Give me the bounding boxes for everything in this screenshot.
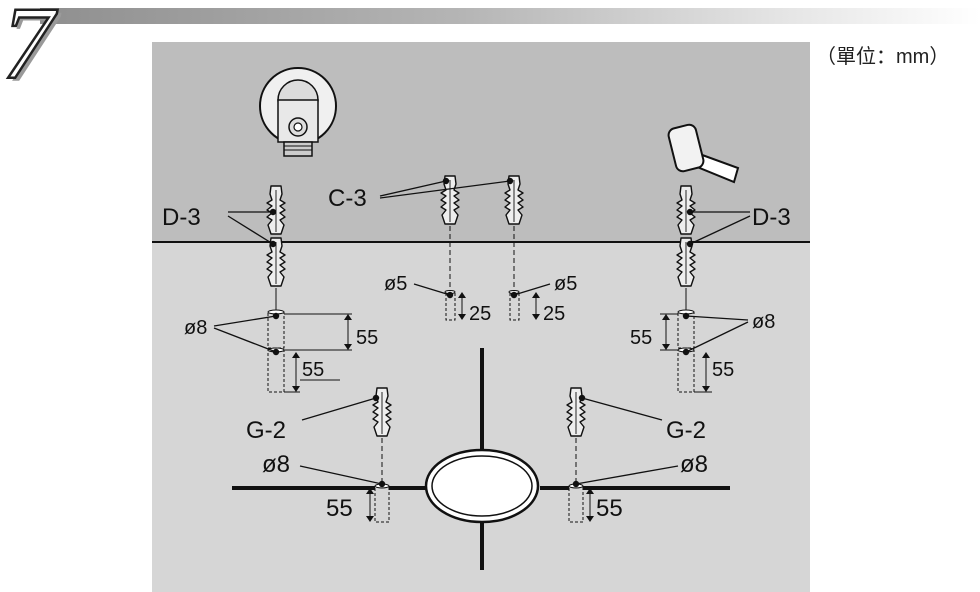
label-dia8-left: ø8 xyxy=(184,317,207,339)
wall-upper xyxy=(152,42,810,242)
g2-right-group xyxy=(566,387,679,523)
drain-outlet xyxy=(232,348,730,570)
label-dia8-right: ø8 xyxy=(752,311,775,333)
dim-g2-left-depth: 55 xyxy=(326,495,353,522)
dim-d3-right-depth: 55 xyxy=(712,359,734,381)
dim-d3-left-spacing: 55 xyxy=(356,327,378,349)
dim-d3-left-depth: 55 xyxy=(302,359,324,381)
hammer-icon xyxy=(667,123,740,184)
label-d3-left: D-3 xyxy=(162,204,201,231)
label-d3-right: D-3 xyxy=(752,204,791,231)
label-dia5-right: ø5 xyxy=(554,273,577,295)
label-dia5-left: ø5 xyxy=(384,273,407,295)
label-g2-left: G-2 xyxy=(246,417,286,444)
step-number: 7 xyxy=(1,0,56,101)
c3-group xyxy=(379,175,551,321)
label-dia8-low-right: ø8 xyxy=(680,451,708,478)
label-c3: C-3 xyxy=(328,185,367,212)
header-bar xyxy=(40,8,980,24)
label-g2-right: G-2 xyxy=(666,417,706,444)
dim-c3-left-depth: 25 xyxy=(469,303,491,325)
dim-c3-right-depth: 25 xyxy=(543,303,565,325)
g2-left-group xyxy=(299,387,392,523)
label-dia8-low-left: ø8 xyxy=(262,451,290,478)
d3-right-group xyxy=(660,185,751,393)
water-valve-icon xyxy=(259,67,337,157)
dim-d3-right-spacing: 55 xyxy=(630,327,652,349)
d3-left-group xyxy=(213,185,352,393)
unit-label: （單位：mm） xyxy=(816,46,950,68)
dim-g2-right-depth: 55 xyxy=(596,495,623,522)
